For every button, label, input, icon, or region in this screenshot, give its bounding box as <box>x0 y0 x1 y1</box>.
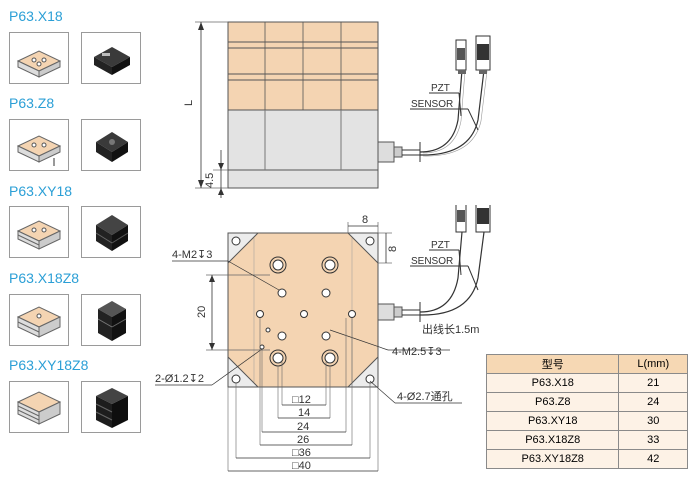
table-cell-length: 30 <box>618 411 688 431</box>
dim-bottom-36: □36 <box>292 447 311 459</box>
table-cell-length: 33 <box>618 430 688 450</box>
model-label-xy18z8: P63.XY18Z8 <box>9 357 89 373</box>
table-row: P63.Z8 24 <box>485 392 688 412</box>
dim-20: 20 <box>196 306 208 318</box>
dim-bottom-26: 26 <box>297 434 309 446</box>
model-label-x18z8: P63.X18Z8 <box>9 270 80 286</box>
stage-base-side <box>227 109 379 189</box>
top-view-drawing: PZT SENSOR 出线长1.5m 8 8 20 4-M2↧3 4-M2.5↧… <box>155 205 491 472</box>
callout-pin: 2-Ø1.2↧2 <box>155 373 204 385</box>
dim-8-horizontal: 8 <box>362 214 368 226</box>
dim-bottom-24: 24 <box>297 421 309 433</box>
model-label-xy18: P63.XY18 <box>9 183 73 199</box>
side-dim-L: L <box>183 100 195 106</box>
top-label-sensor: SENSOR <box>411 256 453 267</box>
table-header-length: L(mm) <box>618 354 688 374</box>
photo-thumb-z8 <box>81 119 141 171</box>
table-cell-length: 21 <box>618 373 688 393</box>
drawing-thumb-xy18z8 <box>9 381 69 433</box>
drawing-thumb-x18 <box>9 32 69 84</box>
table-cell-model: P63.XY18Z8 <box>485 449 620 469</box>
table-row: P63.XY18Z8 42 <box>485 449 688 469</box>
table-cell-model: P63.X18 <box>485 373 620 393</box>
side-label-sensor: SENSOR <box>411 99 453 110</box>
stage-top-plate <box>227 232 379 388</box>
side-view-drawing: PZT SENSOR L 4.5 <box>183 21 491 198</box>
table-cell-length: 42 <box>618 449 688 469</box>
dim-bottom-12: □12 <box>292 394 311 406</box>
top-label-pzt: PZT <box>431 240 450 251</box>
photo-thumb-xy18 <box>81 206 141 258</box>
table-cell-model: P63.Z8 <box>485 392 620 412</box>
photo-thumb-x18 <box>81 32 141 84</box>
table-cell-model: P63.X18Z8 <box>485 430 620 450</box>
photo-thumb-x18z8 <box>81 294 141 346</box>
model-label-z8: P63.Z8 <box>9 95 55 111</box>
callout-m25: 4-M2.5↧3 <box>392 346 442 358</box>
table-cell-length: 24 <box>618 392 688 412</box>
spec-table: 型号 L(mm) P63.X18 21 P63.Z8 24 P63.XY18 3… <box>485 354 688 469</box>
drawing-thumb-x18z8 <box>9 294 69 346</box>
table-header-model: 型号 <box>485 354 620 374</box>
side-label-pzt: PZT <box>431 83 450 94</box>
table-row: P63.X18 21 <box>485 373 688 393</box>
callout-m2: 4-M2↧3 <box>172 249 212 261</box>
model-label-x18: P63.X18 <box>9 8 63 24</box>
drawing-thumb-xy18 <box>9 206 69 258</box>
dim-bottom-14: 14 <box>298 407 310 419</box>
table-row: P63.X18Z8 33 <box>485 430 688 450</box>
dim-8-vertical: 8 <box>387 246 399 252</box>
cable-length-label: 出线长1.5m <box>422 322 479 336</box>
table-row: P63.XY18 30 <box>485 411 688 431</box>
table-cell-model: P63.XY18 <box>485 411 620 431</box>
table-header-row: 型号 L(mm) <box>485 354 688 374</box>
side-dim-base: 4.5 <box>204 173 216 188</box>
dim-bottom-40: □40 <box>292 460 311 472</box>
photo-thumb-xy18z8 <box>81 381 141 433</box>
callout-through: 4-Ø2.7通孔 <box>397 390 453 403</box>
drawing-thumb-z8 <box>9 119 69 171</box>
